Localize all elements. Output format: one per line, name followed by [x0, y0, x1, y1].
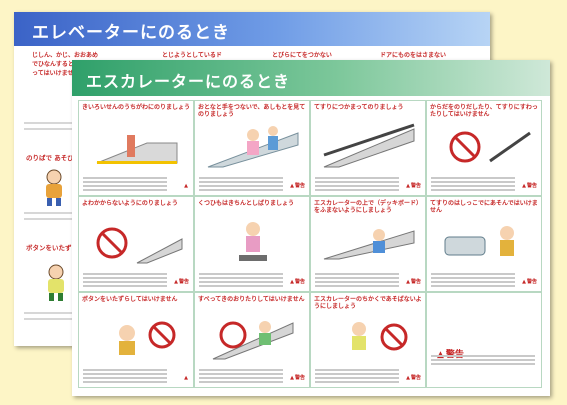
warning-badge: 警告 [290, 278, 305, 285]
play-nearby-illustration [352, 322, 408, 351]
rule-cell: きいろいせんのうちがわにのりましょう [78, 100, 194, 196]
elevator-caption-4: ドアにものをはさまない [380, 52, 447, 59]
elevator-text-line [24, 212, 74, 214]
rule-cell: よわかからないようにのりましょう 警告 [78, 196, 194, 292]
rule-cell: てすりのはしっこでにあそんではいけません 警告 [426, 196, 542, 292]
rule-cell: 警告 [426, 292, 542, 388]
warning-badge: 警告 [522, 182, 537, 189]
warning-badge [184, 375, 189, 381]
escalator-step-illustration [96, 135, 178, 164]
button-illustration [119, 321, 176, 355]
elevator-text-line [24, 312, 74, 314]
elevator-side-caption-2: ボタンをいたずらしない [26, 244, 98, 252]
escalator-poster: エスカレーターにのるとき きいろいせんのうちがわにのりましょう おとなと手をつな… [72, 60, 550, 396]
rule-cell: エスカレーターのちかくであそばないようにしましょう 警告 [310, 292, 426, 388]
elevator-text-line [24, 218, 74, 220]
rule-caption: きいろいせんのうちがわにのりましょう [82, 104, 191, 111]
handrail-illustration [323, 123, 415, 168]
shoelace-illustration [239, 222, 267, 261]
child-adult-illustration [207, 126, 299, 168]
warning-badge: 警告 [174, 278, 189, 285]
rule-caption: すべってきのおりたりしてはいけません [198, 296, 305, 303]
rule-caption: くつひもはきちんとしばりましょう [198, 200, 295, 207]
warning-badge: 警告 [406, 278, 421, 285]
rule-cell: すべってきのおりたりしてはいけません 警告 [194, 292, 310, 388]
rule-caption: てすりのはしっこでにあそんではいけません [430, 200, 538, 214]
rule-cell: おとなと手をつないで、あしもとを見てのりましょう 警告 [194, 100, 310, 196]
escalator-poster-header: エスカレーターにのるとき [72, 60, 550, 96]
rule-caption: エスカレーターの上で（デッキボード）をふまないようにしましょう [314, 200, 423, 214]
warning-badge: 警告 [406, 374, 421, 381]
slide-illustration [212, 321, 294, 360]
warning-badge: 警告 [290, 182, 305, 189]
deck-board-illustration [323, 229, 415, 260]
elevator-side-caption-1: のりばで あそびません [26, 154, 94, 162]
rule-cell: ボタンをいたずらしてはいけません [78, 292, 194, 388]
elevator-text-line [24, 128, 74, 130]
elevator-poster-header: エレベーターにのるとき [14, 12, 490, 46]
rule-caption: おとなと手をつないで、あしもとを見てのりましょう [198, 104, 306, 118]
warning-badge: 警告 [406, 182, 421, 189]
rule-caption: ボタンをいたずらしてはいけません [82, 296, 178, 303]
handrail-end-illustration [444, 226, 514, 256]
elevator-text-line [24, 122, 74, 124]
rule-cell: エスカレーターの上で（デッキボード）をふまないようにしましょう 警告 [310, 196, 426, 292]
edge-illustration [96, 227, 183, 264]
rule-cell: からだをのりだしたり、てすりにすわったりしてはいけません 警告 [426, 100, 542, 196]
elevator-poster-title: エレベーターにのるとき [32, 23, 230, 43]
rule-cell: くつひもはきちんとしばりましょう 警告 [194, 196, 310, 292]
elevator-text-line [24, 318, 74, 320]
rule-grid: きいろいせんのうちがわにのりましょう おとなと手をつないで、あしもとを見てのりま… [78, 100, 544, 392]
elevator-caption-3: とびらにてをつかない [272, 52, 332, 59]
warning-badge [184, 183, 189, 189]
warning-badge: 警告 [290, 374, 305, 381]
elevator-boy-illustration [48, 264, 64, 301]
rule-caption: てすりにつかまってのりましょう [314, 104, 404, 111]
escalator-poster-title: エスカレーターにのるとき [86, 72, 291, 91]
rule-caption: からだをのりだしたり、てすりにすわったりしてはいけません [430, 104, 538, 118]
rule-caption: エスカレーターのちかくであそばないようにしましょう [314, 296, 422, 310]
elevator-child-illustration [46, 169, 62, 206]
rule-caption: よわかからないようにのりましょう [82, 200, 178, 207]
lean-out-illustration [449, 131, 531, 163]
elevator-caption-1: じしん、かじ、おおあめでひなんするときは、のってはいけません [32, 52, 99, 77]
rule-cell: てすりにつかまってのりましょう 警告 [310, 100, 426, 196]
warning-badge: 警告 [522, 278, 537, 285]
